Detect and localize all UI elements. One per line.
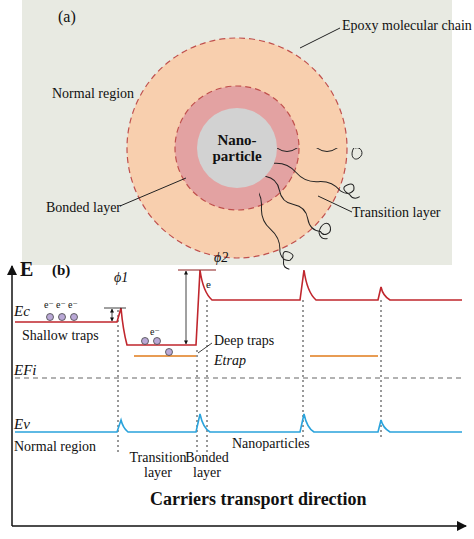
axis-label: E: [20, 258, 33, 280]
barrier-marker: [104, 308, 126, 309]
trap-level-label: Etrap: [214, 353, 246, 368]
barrier-label: ϕ1: [114, 270, 128, 285]
electron: [47, 314, 54, 321]
region-label: Transition layer: [352, 205, 441, 220]
panel-tag: (b): [52, 262, 70, 279]
boundary-line: [197, 350, 198, 455]
barrier-marker: [178, 270, 216, 271]
electron-label: e⁻: [68, 299, 78, 310]
fermi-level: [15, 377, 462, 378]
nanoparticle-circle: Nano-particle: [197, 108, 277, 188]
electron: [142, 338, 149, 345]
panel-tag: (a): [58, 8, 76, 26]
leader-line: [318, 196, 352, 212]
band-label: Ec: [14, 303, 30, 320]
region-label: Nanoparticles: [232, 436, 310, 451]
boundary-line: [118, 310, 119, 455]
panel-background: [22, 0, 452, 265]
epoxy-chain: [263, 168, 336, 241]
valence-band: [15, 414, 462, 432]
electron: [59, 314, 66, 321]
electron-label: e: [206, 278, 211, 290]
electron: [154, 338, 161, 345]
trap-label: Shallow traps: [22, 328, 99, 343]
band-label: Ev: [14, 416, 30, 433]
axis-label: Carriers transport direction: [150, 490, 367, 510]
barrier-arrow: [112, 309, 113, 321]
epoxy-chain: [259, 181, 297, 271]
region-label: Normal region: [14, 439, 96, 454]
leader-line: [120, 178, 186, 206]
transport-axis: [12, 525, 466, 527]
energy-axis: [11, 266, 13, 526]
electron: [71, 314, 78, 321]
leader-line: [198, 343, 212, 353]
region-label: Bonded layer: [46, 200, 121, 215]
bonded-layer: [175, 86, 299, 210]
electron-label: e⁻: [150, 326, 160, 337]
callout-label: Epoxy molecular chain: [342, 18, 472, 33]
boundary-line: [381, 300, 382, 440]
electron-label: e⁻: [56, 299, 66, 310]
region-label: Transition layer: [124, 450, 192, 481]
fermi-label: EFi: [14, 362, 37, 379]
epoxy-chains: [259, 148, 365, 276]
barrier-label: ϕ2: [214, 250, 228, 265]
epoxy-chain: [273, 154, 363, 202]
region-label: Bonded layer: [180, 450, 234, 481]
electron-label: e⁻: [44, 299, 54, 310]
node-label: Nano-particle: [197, 108, 277, 188]
region-label: Normal region: [52, 86, 134, 101]
electron: [166, 349, 173, 356]
leader-line: [300, 28, 340, 48]
barrier-arrow: [186, 271, 187, 344]
trap-label: Deep traps: [214, 333, 274, 348]
node-shape: [197, 108, 277, 188]
transition-layer: [127, 38, 347, 258]
trap-level: [134, 355, 196, 357]
trap-level: [310, 355, 378, 357]
epoxy-chain: [277, 148, 365, 159]
